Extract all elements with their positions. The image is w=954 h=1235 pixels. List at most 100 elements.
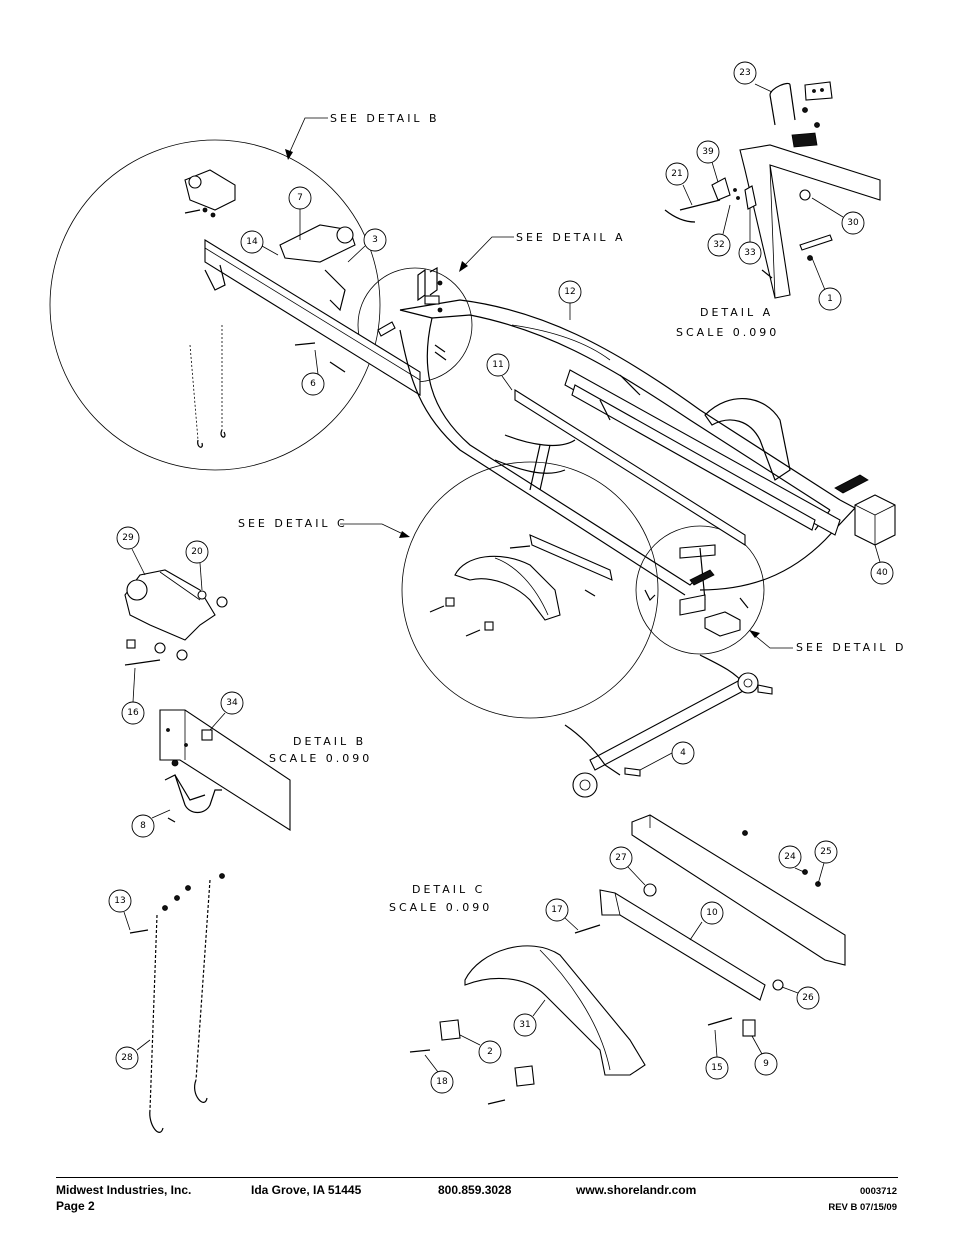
svg-text:3: 3 <box>372 235 378 245</box>
balloon-15: 15 <box>705 1029 729 1080</box>
balloon-20: 20 <box>185 540 209 591</box>
balloon-26: 26 <box>781 986 820 1010</box>
detail-c-exploded <box>409 814 846 1105</box>
svg-text:SEE DETAIL B: SEE DETAIL B <box>330 112 440 125</box>
axle-assembly <box>564 654 773 798</box>
detail-d-circle <box>635 525 765 655</box>
svg-text:23: 23 <box>739 68 750 78</box>
balloon-6: 6 <box>301 349 325 396</box>
svg-text:32: 32 <box>713 240 724 250</box>
svg-text:DETAIL B: DETAIL B <box>293 735 366 748</box>
svg-text:SCALE 0.090: SCALE 0.090 <box>676 326 779 339</box>
svg-text:40: 40 <box>876 568 888 578</box>
balloon-29: 29 <box>116 526 146 576</box>
detail-c-contents <box>429 534 613 637</box>
trailer-frame <box>204 239 896 596</box>
balloon-24: 24 <box>778 845 805 873</box>
balloon-23: 23 <box>733 61 773 93</box>
svg-text:29: 29 <box>122 533 134 543</box>
svg-text:7: 7 <box>297 193 303 203</box>
balloon-21: 21 <box>665 162 693 206</box>
balloon-32: 32 <box>707 204 731 257</box>
detail-c-circle <box>401 461 659 719</box>
balloon-7: 7 <box>288 186 312 240</box>
balloon-34: 34 <box>209 691 244 731</box>
callout-detail-a: SEE DETAIL A <box>459 231 626 272</box>
footer-rule <box>56 1177 898 1178</box>
svg-text:15: 15 <box>711 1063 722 1073</box>
svg-text:24: 24 <box>784 852 796 862</box>
svg-text:28: 28 <box>121 1053 133 1063</box>
balloon-9: 9 <box>751 1035 778 1076</box>
svg-text:31: 31 <box>519 1020 530 1030</box>
svg-text:30: 30 <box>847 218 859 228</box>
balloon-18: 18 <box>424 1054 454 1094</box>
svg-text:21: 21 <box>671 169 682 179</box>
svg-text:34: 34 <box>226 698 238 708</box>
balloon-3: 3 <box>347 228 387 263</box>
footer-company: Midwest Industries, Inc. <box>56 1183 192 1197</box>
svg-text:11: 11 <box>492 360 503 370</box>
footer-revision: REV B 07/15/09 <box>828 1202 897 1213</box>
detail-a-contents <box>377 266 447 361</box>
footer-phone: 800.859.3028 <box>438 1183 512 1197</box>
svg-text:4: 4 <box>680 748 686 758</box>
balloon-39: 39 <box>696 140 720 183</box>
balloon-12: 12 <box>558 280 582 320</box>
balloon-27: 27 <box>609 846 646 886</box>
balloon-25: 25 <box>814 840 838 885</box>
detail-c-title: DETAIL C SCALE 0.090 <box>389 883 489 914</box>
safety-chains <box>129 873 225 1133</box>
detail-a-exploded <box>664 81 881 299</box>
svg-text:16: 16 <box>127 708 139 718</box>
detail-d-contents <box>644 544 749 637</box>
svg-text:10: 10 <box>706 908 718 918</box>
svg-text:6: 6 <box>310 379 316 389</box>
callout-detail-c: SEE DETAIL C <box>238 517 410 538</box>
detail-b-circle <box>49 139 381 471</box>
detail-a-title: DETAIL A SCALE 0.090 <box>676 306 779 339</box>
svg-text:DETAIL C: DETAIL C <box>412 883 485 896</box>
footer-website[interactable]: www.shorelandr.com <box>576 1183 697 1197</box>
svg-text:27: 27 <box>615 853 626 863</box>
detail-b-title: DETAIL B SCALE 0.090 <box>269 735 372 765</box>
footer-page-number: Page 2 <box>56 1199 95 1213</box>
balloon-1: 1 <box>811 257 842 311</box>
balloon-28: 28 <box>115 1039 151 1070</box>
detail-b-exploded <box>124 569 291 832</box>
svg-text:33: 33 <box>744 248 755 258</box>
svg-text:13: 13 <box>114 896 125 906</box>
svg-text:26: 26 <box>802 993 814 1003</box>
svg-text:SCALE 0.090: SCALE 0.090 <box>269 752 372 765</box>
svg-text:1: 1 <box>827 294 833 304</box>
balloon-11: 11 <box>486 353 513 391</box>
balloon-30: 30 <box>811 197 865 235</box>
svg-text:18: 18 <box>436 1077 448 1087</box>
svg-text:14: 14 <box>246 237 258 247</box>
detail-b-contents <box>184 169 356 448</box>
balloon-33: 33 <box>738 208 762 265</box>
footer-city: Ida Grove, IA 51445 <box>251 1183 362 1197</box>
svg-text:17: 17 <box>551 905 562 915</box>
svg-text:2: 2 <box>487 1047 493 1057</box>
svg-text:DETAIL A: DETAIL A <box>700 306 773 319</box>
svg-text:39: 39 <box>702 147 714 157</box>
svg-text:8: 8 <box>140 821 146 831</box>
balloon-14: 14 <box>240 230 279 256</box>
svg-text:9: 9 <box>763 1059 769 1069</box>
callout-detail-b: SEE DETAIL B <box>285 112 440 160</box>
balloon-10: 10 <box>689 901 724 941</box>
callout-detail-d: SEE DETAIL D <box>749 630 907 654</box>
balloon-16: 16 <box>121 667 145 725</box>
balloon-31: 31 <box>513 999 546 1037</box>
svg-text:12: 12 <box>564 287 575 297</box>
balloon-8: 8 <box>131 809 171 838</box>
svg-text:20: 20 <box>191 547 203 557</box>
svg-text:SEE DETAIL C: SEE DETAIL C <box>238 517 348 530</box>
svg-text:SEE DETAIL A: SEE DETAIL A <box>516 231 626 244</box>
balloon-13: 13 <box>108 889 132 931</box>
svg-text:SEE DETAIL D: SEE DETAIL D <box>796 641 907 654</box>
balloon-40: 40 <box>870 544 894 585</box>
balloon-4: 4 <box>639 741 695 771</box>
